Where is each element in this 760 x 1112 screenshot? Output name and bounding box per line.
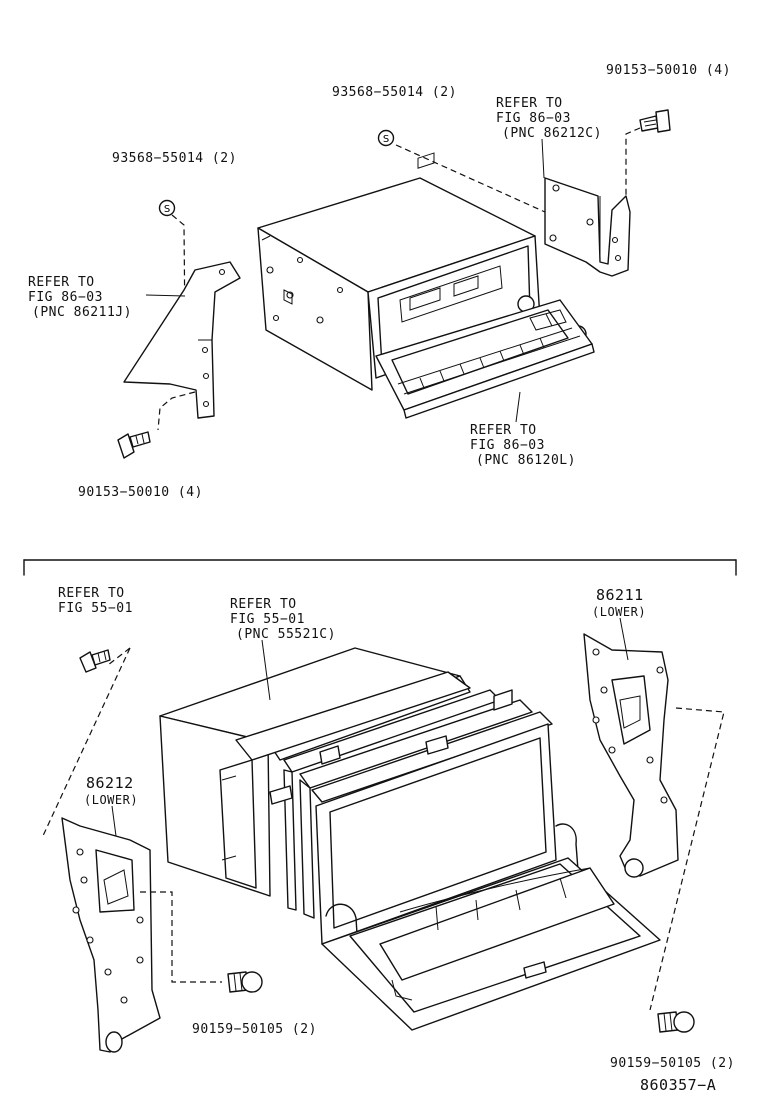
refer-left-line3: (PNC 86211J) (32, 305, 132, 320)
refer-right-line3: (PNC 86212C) (502, 126, 602, 141)
refer-topleft-line1: REFER TO (58, 586, 125, 601)
screw-90159-left (227, 971, 263, 993)
part-86212-label: 86212 (86, 774, 134, 792)
bracket-86212c (544, 177, 631, 277)
storage-box (159, 647, 661, 1031)
refer-center-line3: (PNC 55521C) (236, 627, 336, 642)
bolt-90153-right (639, 109, 671, 133)
audio-unit (257, 152, 595, 419)
refer-topleft-line2: FIG 55−01 (58, 601, 133, 616)
part-86212-sublabel: (LOWER) (84, 793, 139, 807)
refer-bottom-line3: (PNC 86120L) (476, 453, 576, 468)
bolt-90153-left (117, 431, 151, 459)
part-86211-sublabel: (LOWER) (592, 605, 647, 619)
label-90159-right: 90159−50105 (2) (610, 1056, 735, 1071)
label-90153-right: 90153−50010 (4) (606, 63, 731, 78)
refer-bottom-line2: FIG 86−03 (470, 438, 545, 453)
clip-93568-right: S (377, 129, 395, 147)
part-86211-label: 86211 (596, 586, 644, 604)
svg-text:S: S (164, 204, 170, 215)
clip-93568-left: S (158, 199, 176, 217)
refer-left-line2: FIG 86−03 (28, 290, 103, 305)
svg-text:S: S (383, 134, 389, 145)
screw-90159-right (657, 1011, 695, 1033)
section-divider (23, 559, 737, 576)
screw-topleft (79, 649, 111, 673)
label-93568-left: 93568−55014 (2) (112, 151, 237, 166)
figure-code: 860357−A (640, 1076, 717, 1094)
refer-bottom-line1: REFER TO (470, 423, 537, 438)
label-90159-left: 90159−50105 (2) (192, 1022, 317, 1037)
bracket-86211 (583, 633, 679, 878)
refer-right-line1: REFER TO (496, 96, 563, 111)
refer-left-line1: REFER TO (28, 275, 95, 290)
refer-center-line1: REFER TO (230, 597, 297, 612)
bracket-86212 (61, 817, 161, 1053)
refer-right-line2: FIG 86−03 (496, 111, 571, 126)
refer-center-line2: FIG 55−01 (230, 612, 305, 627)
label-93568-right: 93568−55014 (2) (332, 85, 457, 100)
label-90153-left: 90153−50010 (4) (78, 485, 203, 500)
bracket-86211j (123, 261, 241, 419)
